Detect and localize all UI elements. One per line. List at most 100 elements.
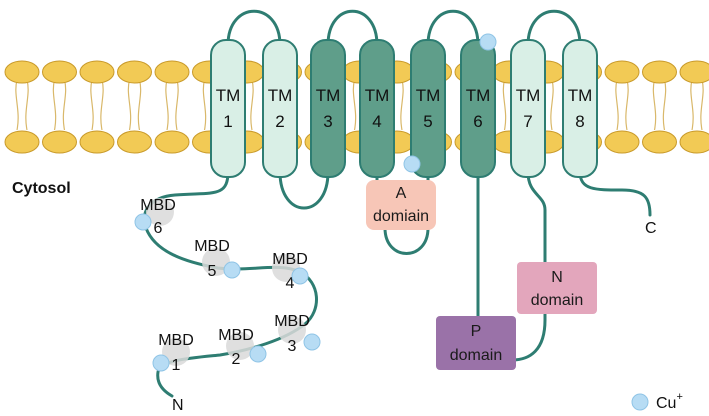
copper-ion-icon bbox=[479, 33, 497, 51]
mbd-label: MBD bbox=[274, 313, 310, 330]
tm-helix-number: 8 bbox=[575, 112, 584, 131]
mbd-4: MBD 4 bbox=[272, 251, 309, 292]
tm-helix-number: 5 bbox=[423, 112, 432, 131]
mbd-blob bbox=[162, 338, 190, 366]
tm-helix-label: TM bbox=[316, 86, 341, 105]
tm-helix-3: TM 3 bbox=[310, 39, 346, 178]
copper-ions bbox=[403, 33, 497, 173]
linker-p-n-domain bbox=[510, 310, 547, 362]
lipid-head bbox=[679, 60, 709, 84]
tm-helix-label: TM bbox=[568, 86, 593, 105]
mbd-number: 3 bbox=[288, 338, 297, 355]
mbd-5: MBD 5 bbox=[194, 238, 241, 280]
c-terminus-label: C bbox=[645, 220, 657, 237]
tm-helix-body bbox=[310, 39, 346, 178]
lipid-tail bbox=[127, 79, 142, 131]
n-domain-label-line2: domain bbox=[531, 292, 583, 309]
mbd-number: 5 bbox=[208, 263, 217, 280]
tm-helix-label: TM bbox=[516, 86, 541, 105]
tm-helix-body bbox=[410, 39, 446, 178]
mbd-label: MBD bbox=[194, 238, 230, 255]
tm-helix-body bbox=[210, 39, 246, 178]
tm-helix-number: 7 bbox=[523, 112, 532, 131]
extracellular-loop-7-8 bbox=[526, 9, 582, 47]
mbd-label: MBD bbox=[158, 332, 194, 349]
mbd-6: MBD 6 bbox=[134, 197, 176, 237]
mbd-2: MBD 2 bbox=[218, 327, 267, 368]
lipid-head bbox=[4, 130, 40, 154]
copper-ion-icon bbox=[134, 213, 152, 231]
lipid-bilayer bbox=[4, 60, 709, 154]
extracellular-loop-3-4 bbox=[326, 9, 379, 47]
mbd-3: MBD 3 bbox=[274, 313, 321, 355]
a-domain: A domiain bbox=[366, 180, 436, 230]
tm-helix-8: TM 8 bbox=[562, 39, 598, 178]
tm-helix-body bbox=[262, 39, 298, 178]
tm-helix-number: 3 bbox=[323, 112, 332, 131]
extracellular-loop-5-6 bbox=[426, 9, 480, 47]
mbd-label: MBD bbox=[218, 327, 254, 344]
legend-ion-symbol: Cu bbox=[656, 395, 676, 412]
lipid-head bbox=[154, 60, 190, 84]
lipid-head bbox=[154, 130, 190, 154]
tm-helix-number: 6 bbox=[473, 112, 482, 131]
copper-ion-icon bbox=[631, 393, 649, 411]
lipid-head bbox=[604, 130, 640, 154]
p-domain-label-line1: P bbox=[471, 323, 482, 340]
a-domain-label-line1: A bbox=[396, 185, 407, 202]
cytosolic-loop-2-3 bbox=[278, 170, 330, 210]
mbd-number: 4 bbox=[286, 275, 295, 292]
copper-ion-icon bbox=[249, 345, 267, 363]
mbd-label: MBD bbox=[272, 251, 308, 268]
tm-helix-number: 2 bbox=[275, 112, 284, 131]
legend-ion-label: Cu+ bbox=[656, 391, 683, 412]
lipid-head bbox=[4, 60, 40, 84]
lipid-head bbox=[117, 130, 152, 154]
lipid-tail bbox=[615, 79, 629, 131]
cytosol-label: Cytosol bbox=[12, 180, 71, 197]
tm-helix-label: TM bbox=[365, 86, 390, 105]
a-domain-label-line2: domiain bbox=[373, 208, 429, 225]
tm-helix-label: TM bbox=[466, 86, 491, 105]
lipid-head bbox=[79, 60, 115, 84]
lipid-head bbox=[42, 60, 77, 84]
tm-helix-body bbox=[510, 39, 546, 178]
n-domain: N domain bbox=[517, 262, 597, 314]
lipid-head bbox=[642, 60, 677, 84]
tm-helix-body bbox=[460, 39, 496, 178]
legend: Cu+ bbox=[631, 391, 683, 412]
p-domain: P domain bbox=[436, 316, 516, 370]
lipid-head bbox=[79, 130, 115, 154]
n-domain-label-line1: N bbox=[551, 269, 563, 286]
linker-n-domain-tm7 bbox=[526, 170, 547, 264]
lipid-head bbox=[42, 130, 77, 154]
lipid-head bbox=[679, 130, 709, 154]
copper-ion-icon bbox=[403, 155, 421, 173]
tm-helix-5: TM5 bbox=[410, 39, 446, 178]
copper-ion-icon bbox=[152, 354, 170, 372]
lipid-head bbox=[604, 60, 640, 84]
tm-helix-number: 1 bbox=[223, 112, 232, 131]
c-terminal-tail bbox=[578, 170, 652, 217]
mbd-blob bbox=[278, 316, 306, 344]
extracellular-loop-1-2 bbox=[226, 9, 282, 47]
lipid-tail bbox=[52, 79, 67, 131]
tm-helix-2: TM2 bbox=[262, 39, 298, 178]
tm-helix-6: TM 6 bbox=[460, 39, 496, 178]
lipid-head bbox=[117, 60, 152, 84]
p-domain-label-line2: domain bbox=[450, 347, 502, 364]
mbd-number: 2 bbox=[232, 351, 241, 368]
tm-helix-1: TM 1 bbox=[210, 39, 246, 178]
mbd-label: MBD bbox=[140, 197, 176, 214]
tm-helix-number: 4 bbox=[372, 112, 381, 131]
copper-ion-icon bbox=[291, 267, 309, 285]
mbd-blob bbox=[202, 248, 230, 276]
mbd-number: 6 bbox=[154, 220, 163, 237]
tm-helix-body bbox=[359, 39, 395, 178]
tm-helix-label: TM bbox=[216, 86, 241, 105]
mbd-number: 1 bbox=[172, 357, 181, 374]
transmembrane-helices: TM 1 TM2 TM 3 TM 4 TM5 TM 6 TM 7 TM 8 bbox=[210, 39, 598, 178]
copper-ion-icon bbox=[303, 333, 321, 351]
